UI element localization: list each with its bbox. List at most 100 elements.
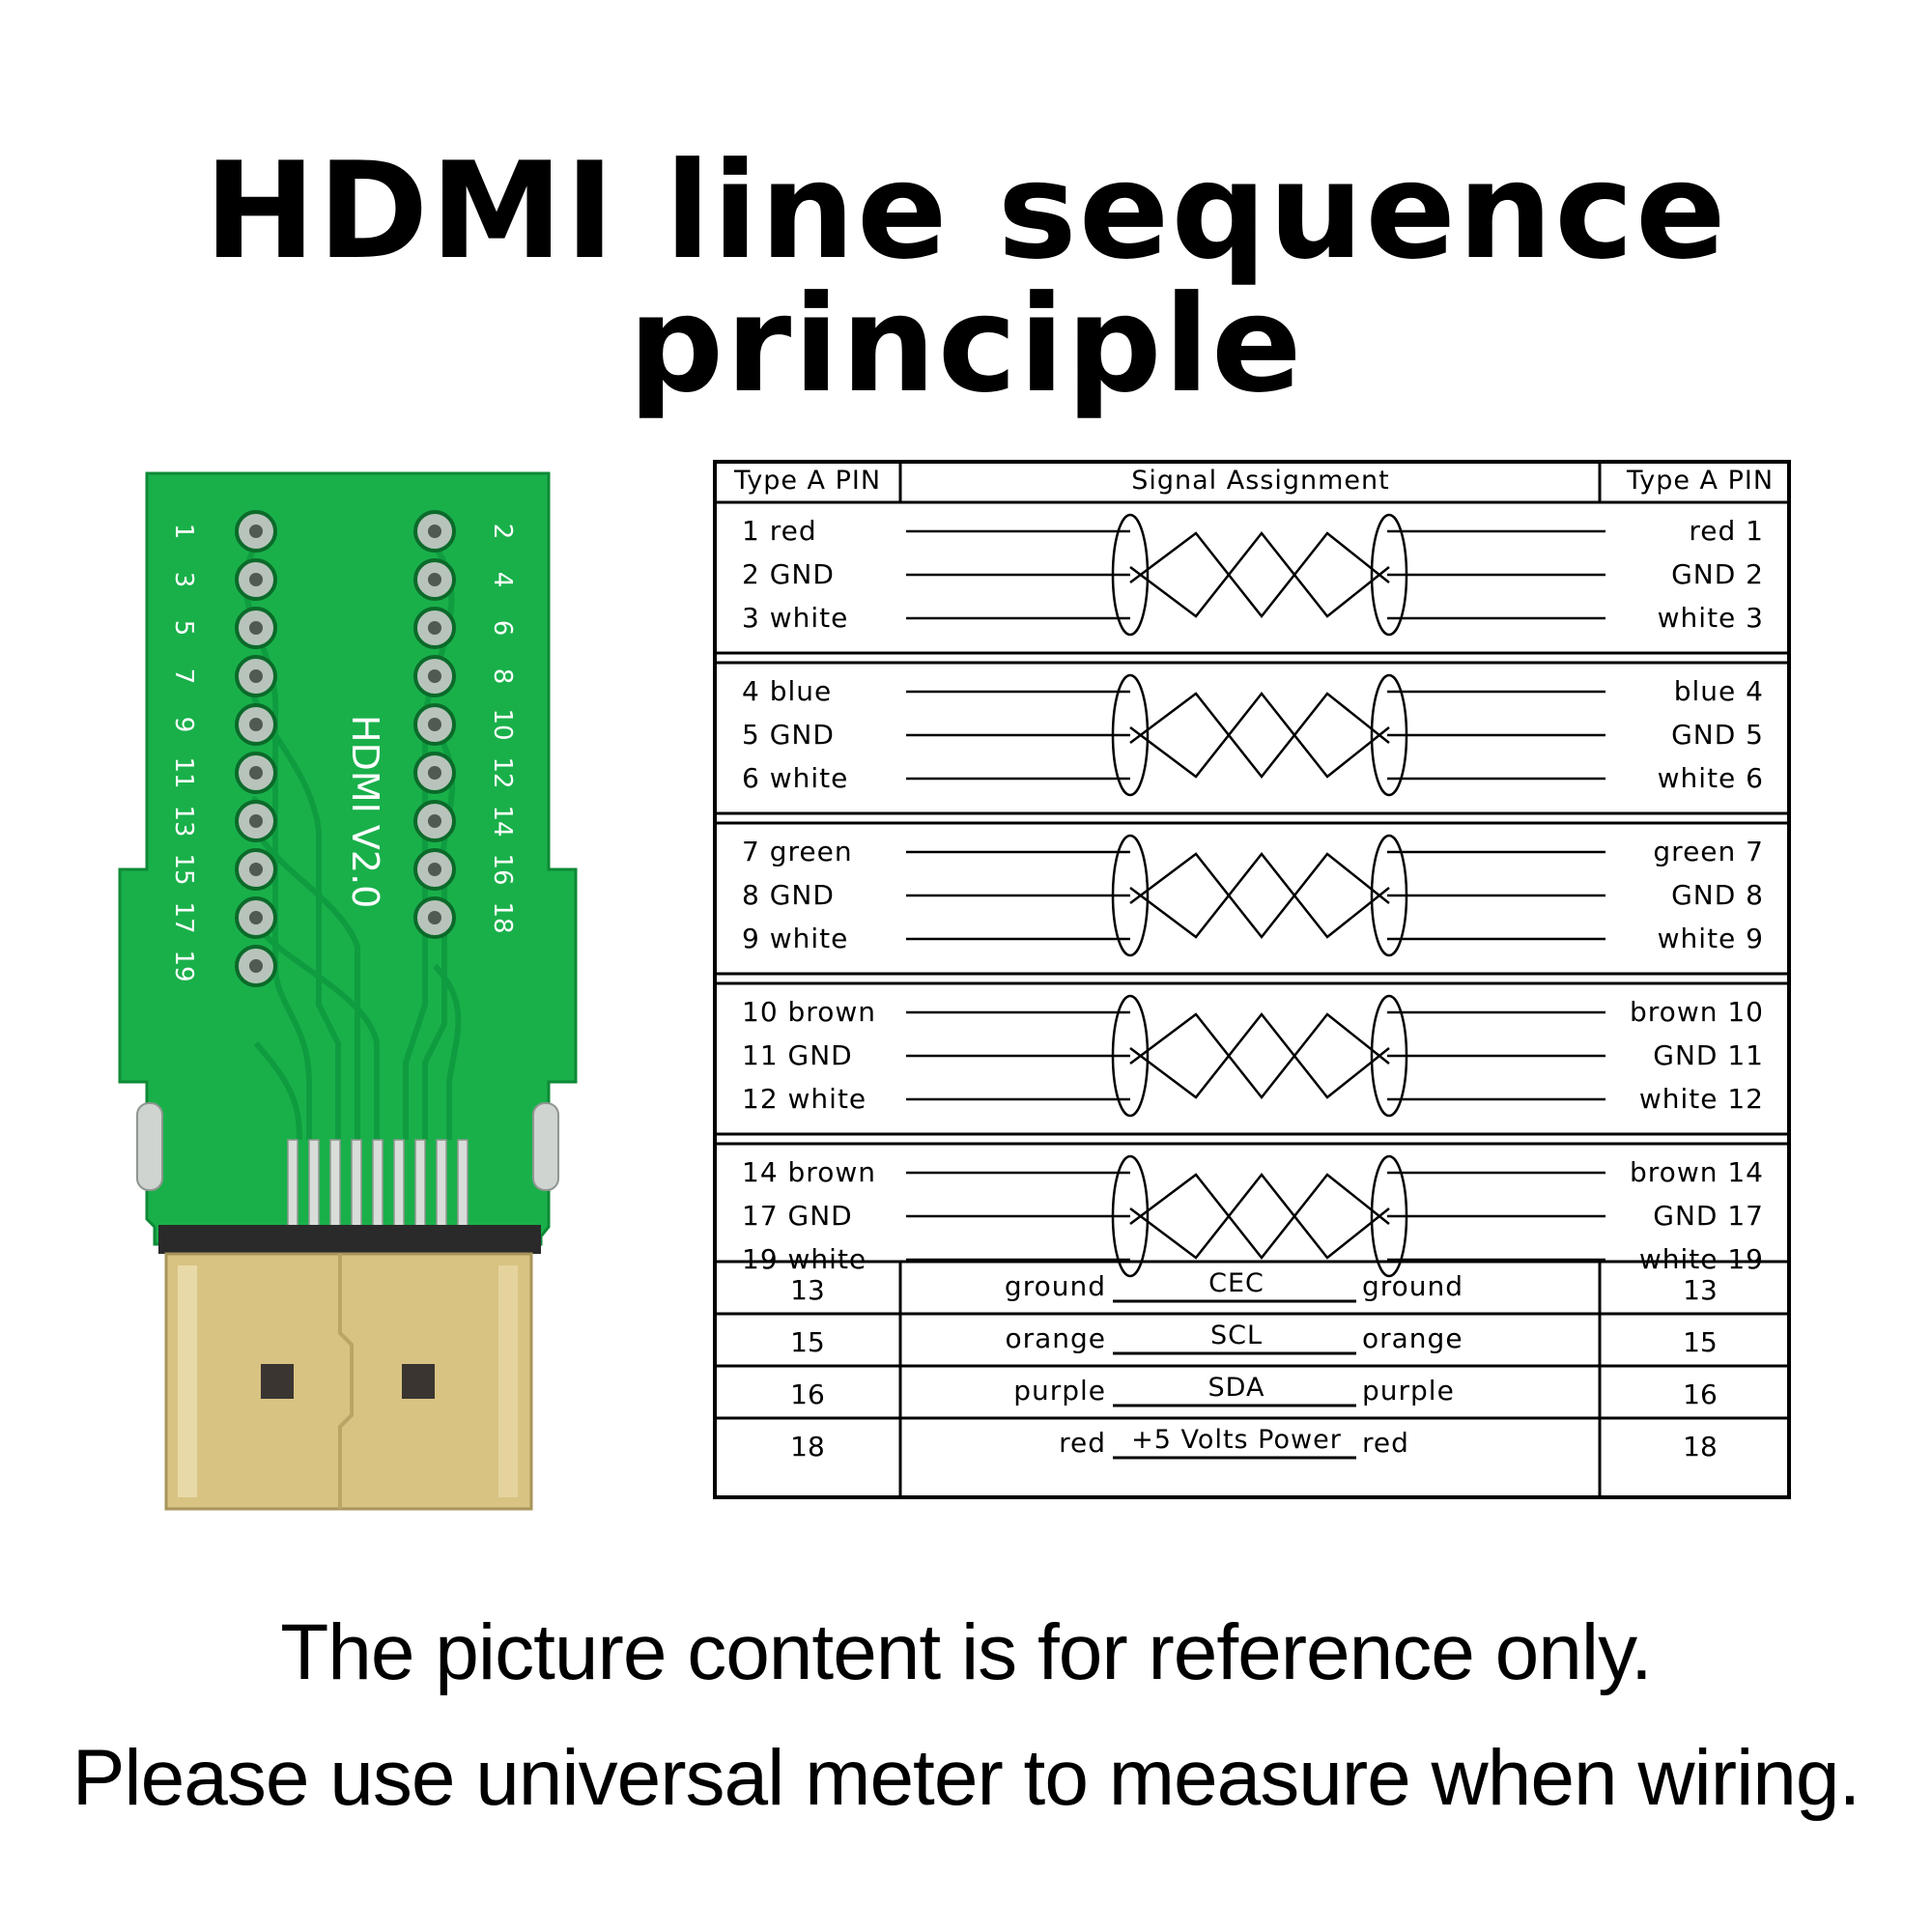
connector-pin <box>457 1139 469 1230</box>
table-border <box>713 460 1791 1499</box>
pin-label-right: white 19 <box>1639 1243 1764 1275</box>
pin-label-right: GND 5 <box>1671 719 1764 751</box>
board-label: HDMI V2.0 <box>344 715 386 908</box>
pcb-pad-hole <box>249 959 263 973</box>
pcb-pad-hole <box>428 911 441 924</box>
hdmi-plug-seam <box>338 1254 354 1509</box>
pin-label-left: 3 white <box>742 602 848 634</box>
pin-number-label: 4 <box>488 572 517 588</box>
shield-ellipse-left <box>1111 994 1150 1118</box>
pin-number-label: 6 <box>488 620 517 637</box>
twisted-pair-wire <box>1129 692 1390 780</box>
page-title: HDMI line sequence principle <box>204 133 1728 422</box>
signal-wire-right: orange <box>1362 1322 1463 1354</box>
pin-number-label: 12 <box>488 756 517 788</box>
pin-number-label: 7 <box>169 668 198 685</box>
pcb-pad-hole <box>249 863 263 876</box>
connector-pin <box>414 1139 426 1230</box>
shield-ellipse-left <box>1111 834 1150 957</box>
table-frame <box>713 460 1791 1499</box>
mounting-tab-left <box>136 1102 163 1191</box>
signal-wire-right: red <box>1362 1427 1409 1459</box>
pcb-pad-hole <box>428 766 441 780</box>
signal-wire-left: orange <box>1005 1322 1106 1354</box>
signal-pin-right: 18 <box>1683 1431 1718 1463</box>
shield-ellipse-right <box>1370 1154 1408 1278</box>
connector-pin <box>329 1139 341 1230</box>
twisted-pair-wire <box>1129 852 1390 940</box>
pin-number-label: 5 <box>169 620 198 637</box>
pin-number-label: 14 <box>488 805 517 837</box>
pin-number-label: 2 <box>488 524 517 540</box>
twisted-pair-wire <box>1129 691 1390 779</box>
pin-label-left: 4 blue <box>742 675 832 707</box>
pin-label-right: brown 14 <box>1630 1156 1764 1188</box>
pin-label-right: green 7 <box>1653 836 1764 867</box>
pin-number-label: 9 <box>169 717 198 733</box>
connector-pin <box>372 1139 384 1230</box>
pin-assignment-table: Type A PIN Signal Assignment Type A PIN … <box>713 460 1791 1499</box>
signal-pin-left: 16 <box>790 1378 825 1410</box>
pin-label-left: 8 GND <box>742 879 835 911</box>
header-right-pin: Type A PIN <box>1626 466 1774 496</box>
twisted-pair-wire <box>1129 1011 1390 1099</box>
pin-number-label: 3 <box>169 572 198 588</box>
pin-number-label: 8 <box>488 668 517 685</box>
pin-label-left: 2 GND <box>742 558 835 590</box>
pin-number-label: 16 <box>488 853 517 885</box>
connector-pin <box>436 1139 447 1230</box>
pin-label-right: white 6 <box>1658 762 1764 794</box>
pin-label-right: white 12 <box>1639 1083 1764 1115</box>
pin-label-right: blue 4 <box>1674 675 1764 707</box>
shield-ellipse-right <box>1370 513 1408 637</box>
pin-number-label: 17 <box>169 901 198 933</box>
header-left-pin: Type A PIN <box>733 466 881 496</box>
signal-pin-left: 18 <box>790 1431 825 1463</box>
pin-number-label: 10 <box>488 708 517 740</box>
pin-number-label: 11 <box>169 756 198 788</box>
pin-number-label: 1 <box>169 524 198 540</box>
pin-label-left: 7 green <box>742 836 853 867</box>
twisted-pair-wire <box>1129 531 1390 619</box>
twisted-pair-wire <box>1129 1173 1390 1261</box>
pin-label-left: 6 white <box>742 762 848 794</box>
pcb-pad-hole <box>428 718 441 731</box>
pcb-pad-hole <box>249 814 263 828</box>
connector-pins <box>287 1139 469 1230</box>
signal-name: +5 Volts Power <box>1131 1425 1342 1455</box>
pin-label-right: white 3 <box>1658 602 1764 634</box>
mounting-tab-right <box>532 1102 559 1191</box>
pin-label-right: GND 11 <box>1653 1039 1764 1071</box>
signal-pin-left: 13 <box>790 1274 825 1306</box>
hdmi-plug-highlight <box>178 1265 197 1497</box>
connector-pin <box>351 1139 362 1230</box>
pcb-pad-hole <box>428 573 441 586</box>
shield-ellipse-left <box>1111 513 1150 637</box>
pin-number-label: 19 <box>169 950 198 981</box>
tmds-group: 4 blue 5 GND 6 white blue 4 GND 5 white 6 <box>742 673 1764 797</box>
twisted-pair-wire <box>1129 1172 1390 1260</box>
pin-number-label: 15 <box>169 853 198 885</box>
pin-label-left: 5 GND <box>742 719 835 751</box>
connector-pin <box>308 1139 320 1230</box>
shield-ellipse-right <box>1370 673 1408 797</box>
signal-name: CEC <box>1208 1268 1264 1298</box>
hdmi-plug-shell <box>164 1252 533 1511</box>
header-signal-assignment: Signal Assignment <box>1131 466 1390 496</box>
plug-hole-right <box>402 1364 435 1399</box>
pin-label-right: white 9 <box>1658 923 1764 954</box>
shield-ellipse-right <box>1370 834 1408 957</box>
pin-label-right: GND 2 <box>1671 558 1764 590</box>
signal-name: SDA <box>1208 1373 1265 1403</box>
pcb-pad-hole <box>249 718 263 731</box>
table-header: Type A PIN Signal Assignment Type A PIN <box>733 466 1774 496</box>
wiring-note: Please use universal meter to measure wh… <box>71 1734 1861 1822</box>
